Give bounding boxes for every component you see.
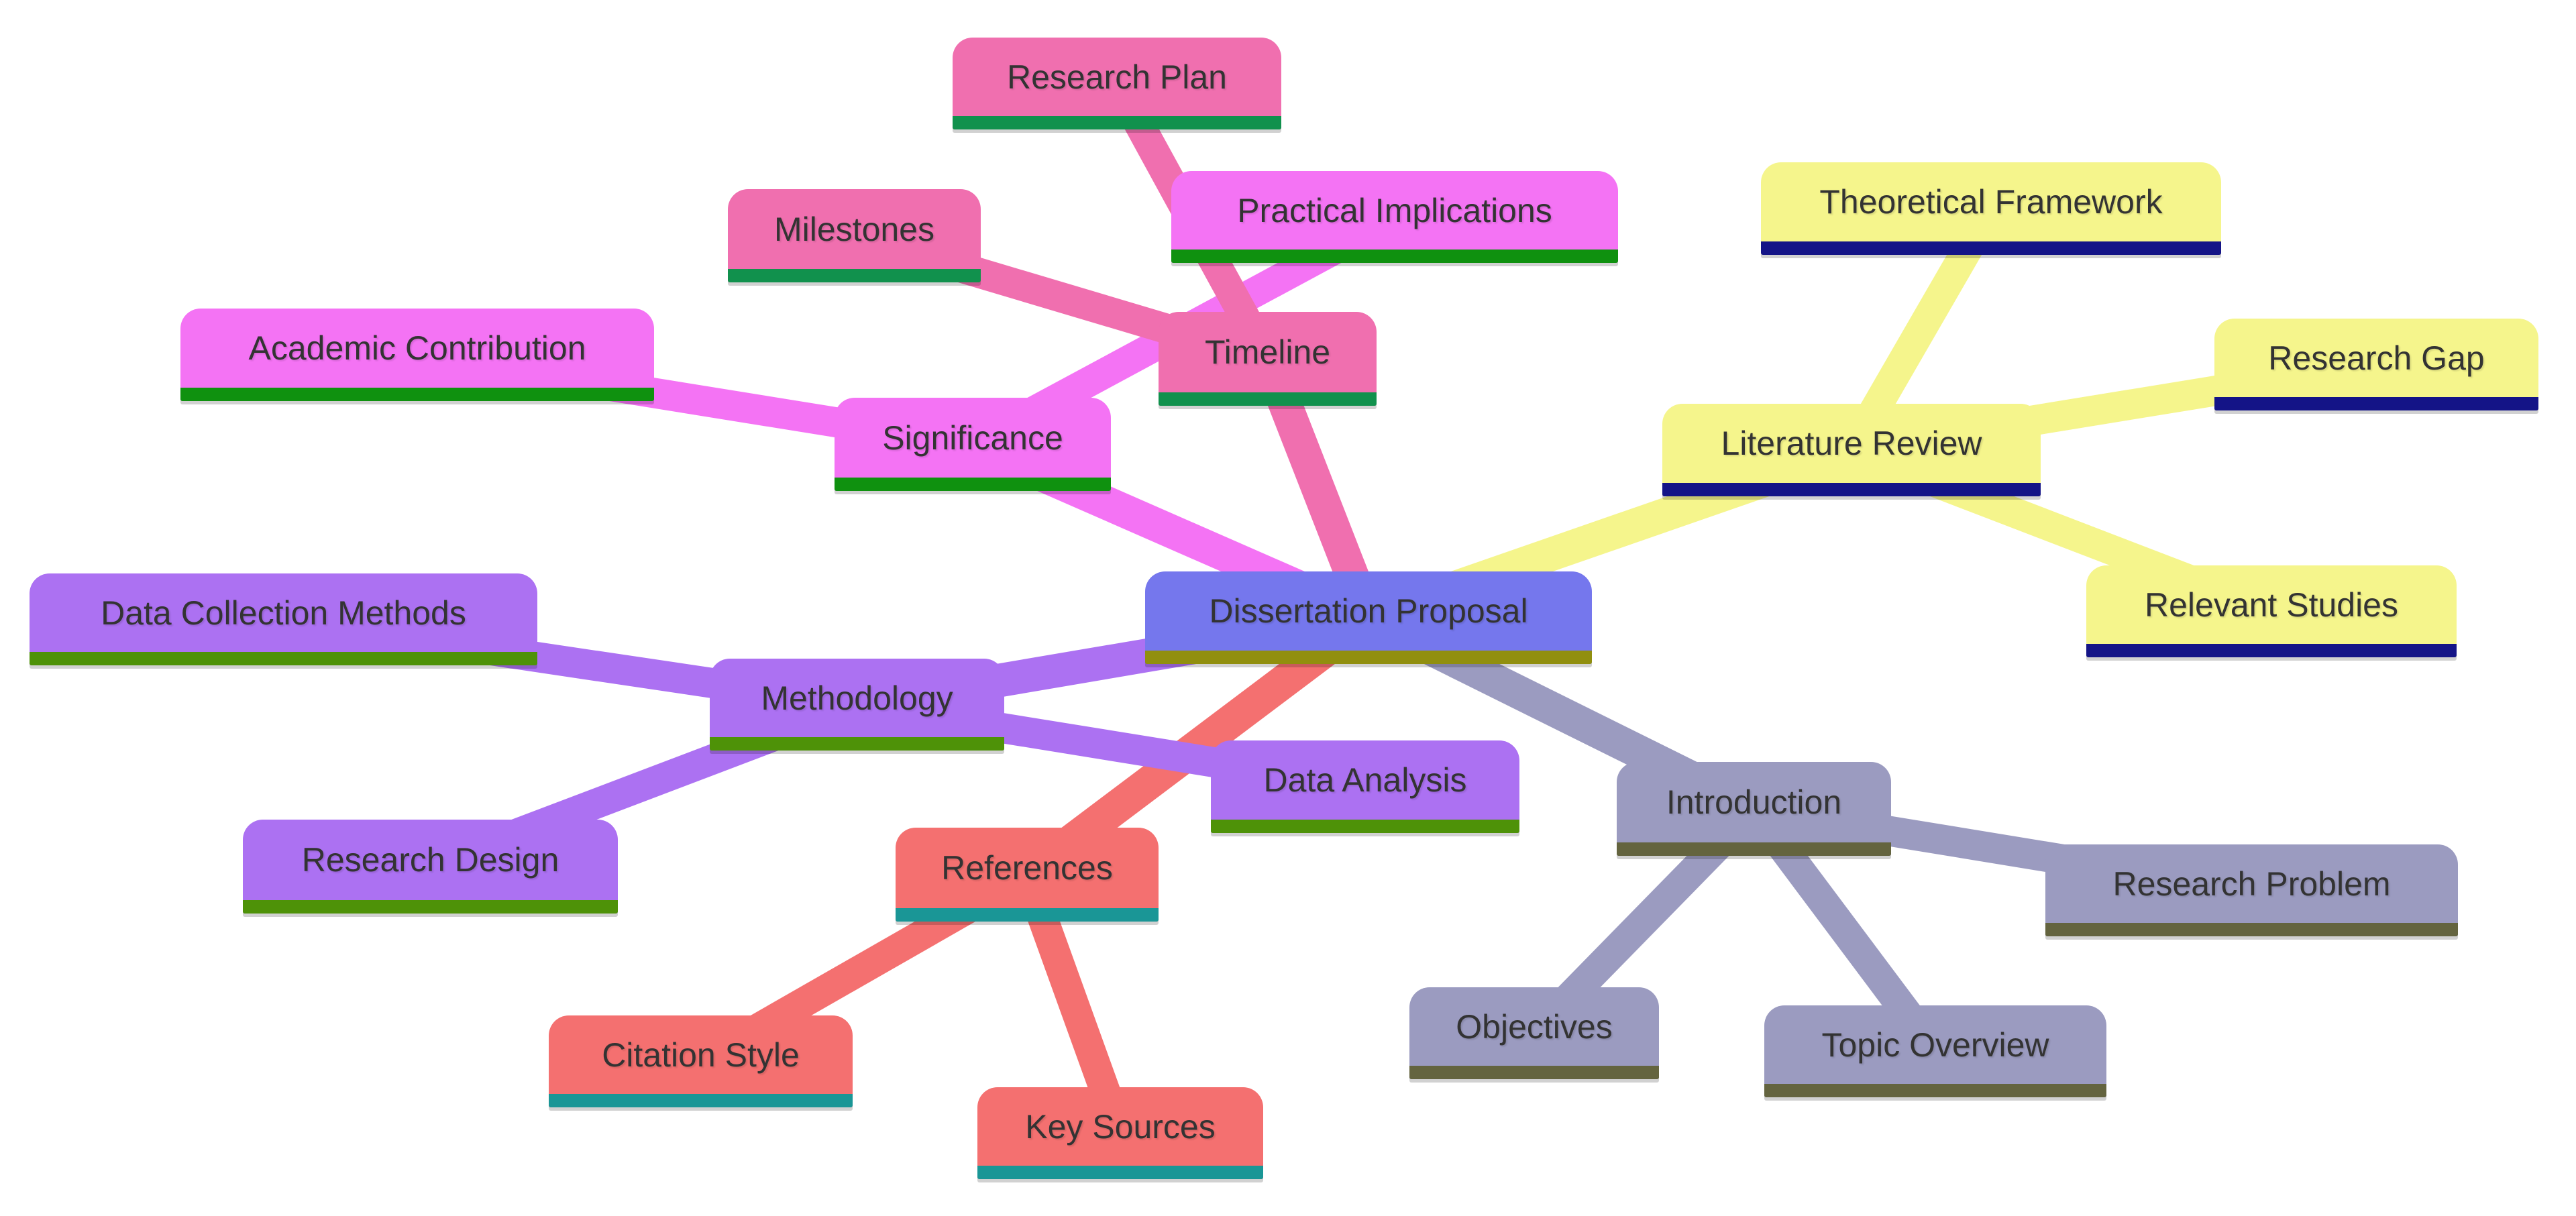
node-underline-research-plan [953,116,1281,129]
mindmap-node-references: References [896,828,1159,922]
node-label-theoretical-framework: Theoretical Framework [1819,183,2163,221]
mindmap-node-key-sources: Key Sources [977,1087,1263,1179]
mindmap-node-relevant-studies: Relevant Studies [2086,565,2457,657]
node-label-academic-contribution: Academic Contribution [248,329,586,367]
node-label-dissertation-proposal: Dissertation Proposal [1209,592,1528,630]
node-label-practical-implications: Practical Implications [1237,191,1552,229]
mindmap-node-research-design: Research Design [243,820,618,914]
mindmap-node-academic-contribution: Academic Contribution [180,309,654,401]
node-label-milestones: Milestones [774,210,934,248]
node-underline-literature-review [1662,483,2041,496]
mindmap-node-significance: Significance [835,398,1111,491]
mindmap-node-practical-implications: Practical Implications [1171,171,1618,263]
mindmap-node-topic-overview: Topic Overview [1764,1005,2106,1097]
mindmap-node-objectives: Objectives [1409,987,1659,1079]
mindmap-node-literature-review: Literature Review [1662,404,2041,496]
node-label-references: References [941,849,1113,887]
node-underline-research-problem [2045,923,2458,936]
node-underline-significance [835,478,1111,491]
mindmap-node-research-gap: Research Gap [2214,319,2538,410]
node-label-research-design: Research Design [301,841,559,879]
mindmap-node-citation-style: Citation Style [549,1015,853,1107]
mindmap-node-methodology: Methodology [710,659,1004,751]
mindmap-node-research-plan: Research Plan [953,38,1281,129]
mindmap-node-data-collection-methods: Data Collection Methods [30,573,537,665]
mindmap-node-data-analysis: Data Analysis [1211,740,1519,833]
node-underline-objectives [1409,1066,1659,1079]
node-label-literature-review: Literature Review [1721,425,1982,462]
node-underline-timeline [1159,392,1377,406]
node-underline-academic-contribution [180,388,654,401]
node-underline-key-sources [977,1166,1263,1179]
node-underline-references [896,908,1159,922]
node-label-key-sources: Key Sources [1025,1107,1216,1146]
node-label-methodology: Methodology [761,679,953,717]
mindmap-node-dissertation-proposal: Dissertation Proposal [1145,571,1592,664]
node-label-relevant-studies: Relevant Studies [2144,586,2398,624]
node-underline-citation-style [549,1094,853,1107]
mindmap-node-milestones: Milestones [728,189,981,282]
node-underline-methodology [710,737,1004,751]
node-underline-data-analysis [1211,820,1519,833]
node-label-significance: Significance [882,419,1063,457]
node-underline-introduction [1617,842,1891,856]
node-label-topic-overview: Topic Overview [1821,1026,2049,1064]
node-underline-data-collection-methods [30,652,537,665]
node-label-research-plan: Research Plan [1007,58,1227,96]
node-label-introduction: Introduction [1666,783,1842,821]
node-underline-dissertation-proposal [1145,651,1592,664]
node-underline-research-design [243,900,618,914]
node-label-data-collection-methods: Data Collection Methods [101,594,466,632]
node-underline-research-gap [2214,397,2538,410]
node-label-data-analysis: Data Analysis [1263,761,1467,799]
node-label-objectives: Objectives [1456,1007,1613,1046]
node-underline-theoretical-framework [1761,241,2221,255]
mindmap-node-research-problem: Research Problem [2045,844,2458,936]
node-label-research-gap: Research Gap [2268,339,2485,377]
node-underline-relevant-studies [2086,644,2457,657]
node-label-research-problem: Research Problem [2112,865,2391,903]
node-underline-milestones [728,269,981,282]
node-underline-topic-overview [1764,1084,2106,1097]
node-label-citation-style: Citation Style [602,1036,800,1074]
mindmap-node-timeline: Timeline [1159,312,1377,406]
node-underline-practical-implications [1171,250,1618,263]
mindmap-node-introduction: Introduction [1617,762,1891,856]
node-label-timeline: Timeline [1204,333,1331,371]
mindmap-node-theoretical-framework: Theoretical Framework [1761,162,2221,255]
